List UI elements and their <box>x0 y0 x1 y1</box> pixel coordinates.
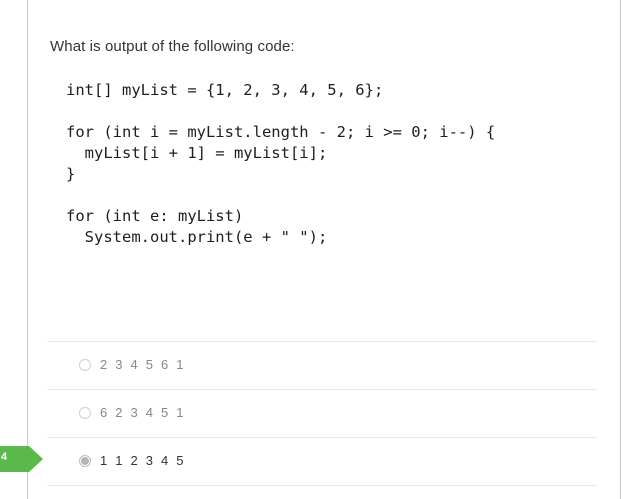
answer-option-2[interactable]: 6 2 3 4 5 1 <box>47 389 597 437</box>
radio-button-icon[interactable] <box>79 407 91 419</box>
code-line: System.out.print(e + " "); <box>66 228 328 246</box>
code-line: for (int i = myList.length - 2; i >= 0; … <box>66 123 496 141</box>
radio-button-icon[interactable] <box>79 359 91 371</box>
answer-option-label: 6 2 3 4 5 1 <box>100 405 186 420</box>
arrow-marker-icon <box>0 446 43 472</box>
code-line: for (int e: myList) <box>66 207 244 225</box>
question-text: What is output of the following code: <box>50 38 295 55</box>
answer-options: 2 3 4 5 6 1 6 2 3 4 5 1 1 1 2 3 4 5 <box>47 341 597 486</box>
code-line: myList[i + 1] = myList[i]; <box>66 144 328 162</box>
question-panel <box>27 0 621 499</box>
question-marker: 4 <box>0 446 43 472</box>
answer-option-label: 2 3 4 5 6 1 <box>100 357 186 372</box>
code-line: int[] myList = {1, 2, 3, 4, 5, 6}; <box>66 81 384 99</box>
answer-option-3[interactable]: 1 1 2 3 4 5 <box>47 437 597 486</box>
radio-button-checked-icon[interactable] <box>79 455 91 467</box>
question-number: 4 <box>1 451 8 463</box>
code-block: int[] myList = {1, 2, 3, 4, 5, 6}; for (… <box>66 80 495 248</box>
code-line: } <box>66 165 76 183</box>
answer-option-label: 1 1 2 3 4 5 <box>100 453 186 468</box>
answer-option-1[interactable]: 2 3 4 5 6 1 <box>47 341 597 389</box>
